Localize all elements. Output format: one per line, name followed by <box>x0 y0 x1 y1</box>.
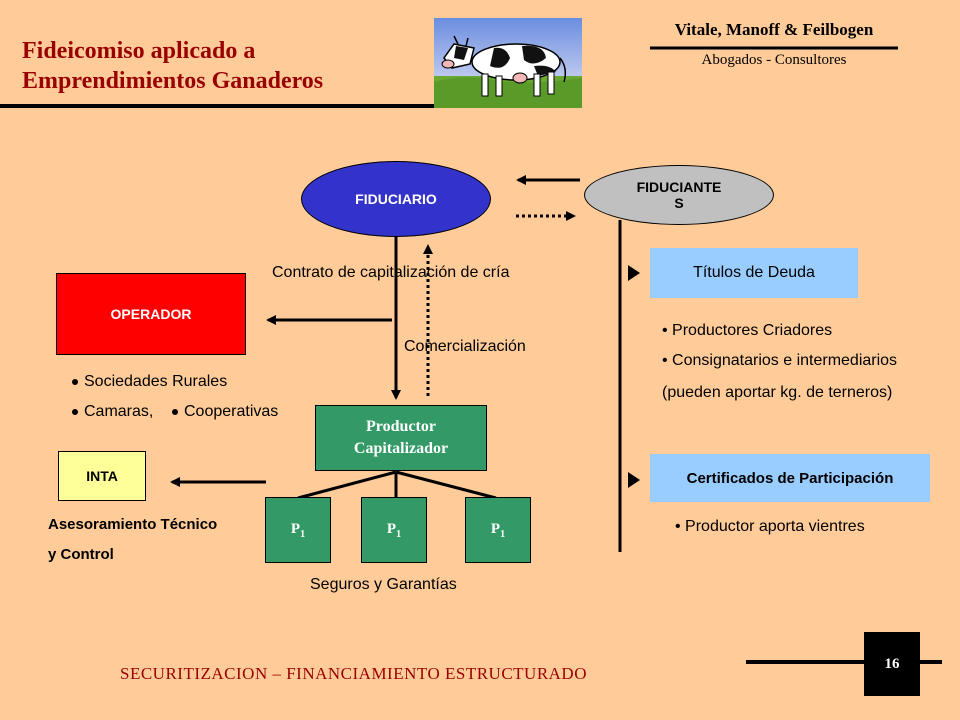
certificados-label: Certificados de Participación <box>686 469 894 487</box>
comercializacion-label: Comercialización <box>404 338 526 355</box>
fiduciantes-node: FIDUCIANTE S <box>584 165 774 225</box>
asesoramiento-label-line1: Asesoramiento Técnico <box>48 516 218 533</box>
fiduciario-label: FIDUCIARIO <box>355 191 437 207</box>
operador-node: OPERADOR <box>56 273 246 355</box>
bullet-dot-icon <box>172 409 178 415</box>
slide-title-line1: Fideicomiso aplicado a <box>22 38 256 64</box>
cow-icon <box>434 18 582 108</box>
titulos-label: Títulos de Deuda <box>693 264 815 281</box>
productor-label-line2: Capitalizador <box>353 440 449 457</box>
titulos-bullet-1: • Productores Criadores <box>662 322 833 339</box>
contrato-label: Contrato de capitalización de cría <box>272 264 510 281</box>
inta-label: INTA <box>86 468 118 484</box>
page-number: 16 <box>884 655 900 672</box>
p1-label: P1 <box>290 520 306 540</box>
firm-subtitle: Abogados - Consultores <box>701 52 847 68</box>
fiduciantes-label-line2: S <box>674 195 684 211</box>
certificados-node: Certificados de Participación <box>650 454 930 502</box>
operador-item-camaras: Camaras, <box>84 403 154 420</box>
fiduciario-node: FIDUCIARIO <box>301 161 491 237</box>
productor-capitalizador-node: Productor Capitalizador <box>315 405 487 471</box>
titulos-bullet-3: (pueden aportar kg. de terneros) <box>662 384 893 401</box>
p1-box-middle: P1 <box>361 497 427 563</box>
pointer-certificados-icon <box>628 472 640 488</box>
slide-title-line2: Emprendimientos Ganaderos <box>22 68 324 94</box>
p1-label: P1 <box>490 520 506 540</box>
footer-text: SECURITIZACION – FINANCIAMIENTO ESTRUCTU… <box>120 664 587 683</box>
operador-item-sociedades: Sociedades Rurales <box>84 373 228 390</box>
titulos-deuda-node: Títulos de Deuda <box>650 248 858 298</box>
fiduciantes-label-line1: FIDUCIANTE <box>636 179 722 195</box>
pointer-titulos-icon <box>628 265 640 281</box>
bullet-dot-icon <box>72 409 78 415</box>
link-p-left <box>297 470 397 500</box>
firm-name: Vitale, Manoff & Feilbogen <box>674 20 874 39</box>
p1-box-left: P1 <box>265 497 331 563</box>
operador-label: OPERADOR <box>110 306 192 322</box>
link-p-right <box>395 470 497 500</box>
asesoramiento-label-line2: y Control <box>48 546 114 563</box>
seguros-label: Seguros y Garantías <box>310 576 457 593</box>
bullet-dot-icon <box>72 379 78 385</box>
p1-box-right: P1 <box>465 497 531 563</box>
p1-label: P1 <box>386 520 402 540</box>
operador-item-cooperativas: Cooperativas <box>184 403 279 420</box>
certificados-bullet-1: • Productor aporta vientres <box>675 518 865 535</box>
titulos-bullet-2: • Consignatarios e intermediarios <box>662 352 898 369</box>
page-number-box: 16 <box>864 632 920 696</box>
productor-label-line1: Productor <box>366 418 436 435</box>
inta-node: INTA <box>58 451 146 501</box>
